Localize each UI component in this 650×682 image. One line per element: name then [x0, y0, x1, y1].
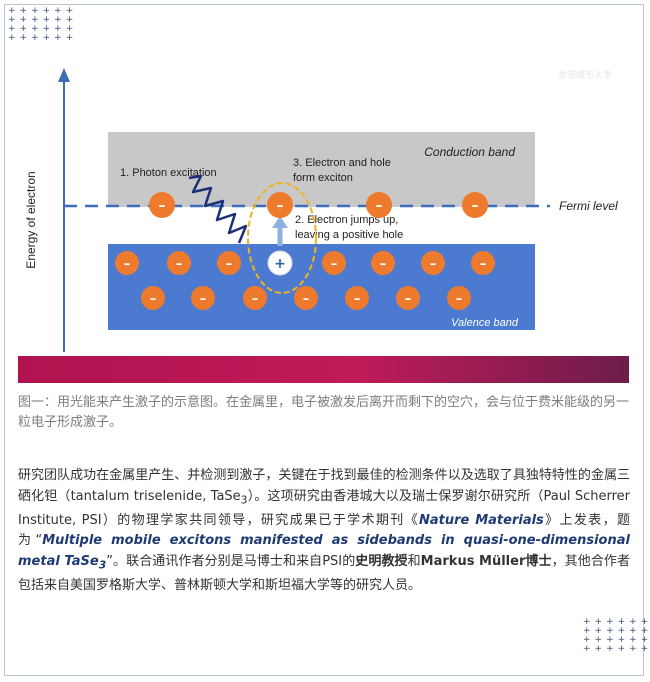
decorative-gradient-bar [18, 356, 629, 383]
electron-symbol: – [150, 292, 157, 307]
electron: – [366, 192, 392, 218]
conduction-electrons: – – – – [149, 192, 488, 218]
corner-dots-top-left: ++++++++++++++++++++++++ [8, 6, 78, 43]
body-text-4: ”。联合通讯作者分别是马博士和来自PSI的 [106, 553, 356, 569]
body-text-5: 和 [407, 553, 421, 569]
electron: – [167, 251, 191, 275]
body-text-6: ，其他合作者包括来自美国罗格斯大学、普林斯顿大学和斯坦福大学等的研究人员。 [18, 553, 630, 593]
electron: – [322, 251, 346, 275]
valence-band-label: Valence band [451, 317, 519, 329]
hole-symbol: + [274, 256, 286, 272]
fermi-level-label: Fermi level [559, 199, 618, 213]
article-frame [4, 4, 644, 676]
electron-symbol: – [277, 198, 284, 214]
energy-axis-arrowhead [58, 68, 70, 82]
hole: + [267, 250, 293, 276]
paper-title-subscript: 3 [98, 558, 107, 572]
electron: – [141, 286, 165, 310]
author-name-2: Markus Müller博士 [420, 553, 552, 569]
electron: – [191, 286, 215, 310]
valence-electrons-row2: – – – – – – – [141, 286, 471, 310]
body-text-1: 研究团队成功在金属里产生、并检测到激子，关键在于找到最佳的检测条件以及选取了具独… [18, 468, 630, 504]
exciton-ring [247, 182, 317, 294]
article-paragraph: 研究团队成功在金属里产生、并检测到激子，关键在于找到最佳的检测条件以及选取了具独… [18, 466, 630, 596]
electron: – [396, 286, 420, 310]
electron-jump-arrowhead [272, 216, 288, 228]
electron-symbol: – [472, 198, 479, 214]
electron-symbol: – [176, 257, 183, 272]
electron-symbol: – [331, 257, 338, 272]
body-text-3: 》上发表，题为“ [18, 512, 630, 549]
electron: – [267, 192, 293, 218]
electron-symbol: – [159, 198, 166, 214]
electron: – [345, 286, 369, 310]
electron: – [217, 251, 241, 275]
valence-electrons-row1: – – – + – – – – [115, 250, 495, 276]
electron-symbol: – [480, 257, 487, 272]
y-axis-label: Energy of electron [24, 171, 38, 268]
exciton-diagram: Energy of electron Conduction band Valen… [15, 60, 635, 360]
body-text-2: ）。这项研究由香港城大以及瑞士保罗谢尔研究所（Paul Scherrer Ins… [18, 488, 630, 528]
electron-symbol: – [200, 292, 207, 307]
electron-symbol: – [430, 257, 437, 272]
electron-symbol: – [252, 292, 259, 307]
paper-title: Multiple mobile excitons manifested as s… [18, 533, 630, 569]
electron: – [421, 251, 445, 275]
electron: – [294, 286, 318, 310]
electron-symbol: – [303, 292, 310, 307]
author-name-1: 史明教授 [355, 553, 408, 569]
electron: – [471, 251, 495, 275]
subscript-3: 3 [240, 493, 248, 507]
step3-label-line1: 3. Electron and hole [293, 157, 391, 169]
electron: – [115, 251, 139, 275]
step1-label: 1. Photon excitation [120, 167, 217, 179]
electron: – [447, 286, 471, 310]
conduction-band-label: Conduction band [424, 145, 515, 159]
conduction-band [108, 132, 535, 207]
electron-symbol: – [124, 257, 131, 272]
photon-wave [188, 174, 248, 244]
electron-symbol: – [380, 257, 387, 272]
electron-symbol: – [405, 292, 412, 307]
step2-label-line1: 2. Electron jumps up, [295, 214, 398, 226]
electron: – [149, 192, 175, 218]
electron-symbol: – [376, 198, 383, 214]
watermark: 香港城市大学 [558, 69, 612, 81]
electron: – [462, 192, 488, 218]
journal-name: Nature Materials [418, 512, 544, 528]
electron-symbol: – [456, 292, 463, 307]
electron-symbol: – [226, 257, 233, 272]
step2-label-line2: leaving a positive hole [295, 229, 403, 241]
electron: – [243, 286, 267, 310]
step3-label-line2: form exciton [293, 172, 353, 184]
figure-caption: 图一：用光能来产生激子的示意图。在金属里，电子被激发后离开而剩下的空穴，会与位于… [18, 395, 630, 430]
electron: – [371, 251, 395, 275]
corner-dots-bottom-right: ++++++++++++++++++++++++ [583, 617, 650, 654]
electron-symbol: – [354, 292, 361, 307]
